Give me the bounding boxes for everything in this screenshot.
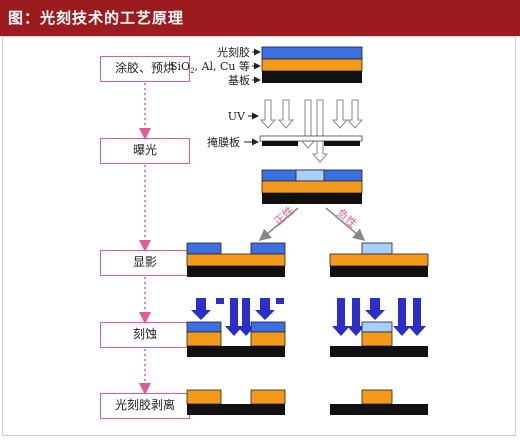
label-negative: 负性: [334, 206, 360, 231]
exposed-resist-region: [295, 169, 325, 182]
header-bar: 图：光刻技术的工艺原理: [0, 0, 520, 36]
develop-positive: [186, 242, 286, 277]
figure-frame: [2, 36, 516, 436]
step-exposure: 曝光: [100, 138, 190, 164]
wafer-exposed: [261, 169, 363, 204]
wafer-coated: [261, 46, 363, 83]
oxide-layer: [261, 180, 363, 194]
label-substrate: 基板: [228, 73, 250, 87]
uv-arrow: [259, 99, 277, 129]
oxide-layer: [261, 58, 363, 72]
step-coat-prebake: 涂胶、预烘: [100, 56, 190, 82]
uv-arrow-pass: [311, 99, 329, 163]
strip-negative: [330, 389, 428, 415]
uv-arrows: [259, 99, 364, 163]
label-photoresist: 光刻胶: [217, 45, 250, 59]
branch-arrows: [258, 207, 366, 241]
step-strip: 光刻胶剥离: [100, 393, 190, 419]
branch-arrow-positive: [258, 207, 299, 241]
label-mask: 掩膜板: [207, 135, 240, 149]
etch-arrows-negative: [332, 298, 426, 336]
substrate-layer: [262, 71, 362, 83]
uv-arrow: [277, 99, 295, 129]
strip-positive: [186, 389, 286, 415]
branch-arrow-negative: [325, 207, 366, 241]
photomask: [259, 135, 363, 146]
photoresist-layer: [261, 46, 363, 60]
etch-arrows-positive: [191, 298, 284, 336]
develop-negative: [329, 242, 429, 277]
page-title: 图：光刻技术的工艺原理: [8, 9, 185, 27]
uv-arrow: [331, 99, 349, 129]
label-uv: UV: [228, 110, 246, 123]
step-etch: 刻蚀: [100, 322, 190, 348]
label-oxide: SiO2, Al, Cu 等: [170, 59, 250, 75]
label-positive: 正性: [271, 203, 297, 228]
etch-negative: [330, 321, 428, 357]
uv-arrow: [346, 99, 364, 129]
substrate-layer: [262, 193, 362, 204]
layer-pointer-arrows: [252, 48, 261, 84]
etch-positive: [186, 321, 286, 357]
